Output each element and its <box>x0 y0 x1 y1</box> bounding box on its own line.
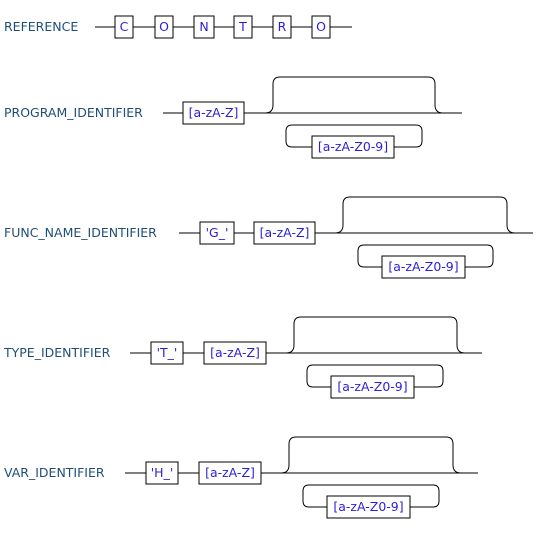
token-label: [a-zA-Z] <box>260 225 310 240</box>
token-box <box>145 461 179 485</box>
token-label: R <box>278 19 287 34</box>
token-alnum: [a-zA-Z0-9] <box>326 495 411 519</box>
optional-bypass-path <box>264 76 444 114</box>
token-label: O <box>159 19 169 34</box>
token-c: C <box>114 15 134 39</box>
token-box <box>193 15 215 39</box>
token-box <box>203 341 267 365</box>
optional-bypass-path <box>285 316 466 354</box>
token-alnum: [a-zA-Z0-9] <box>330 375 415 399</box>
token-label: [a-zA-Z] <box>205 465 255 480</box>
token-label: [a-zA-Z0-9] <box>337 379 407 394</box>
token-letter: [a-zA-Z] <box>198 461 262 485</box>
token-box <box>311 135 395 159</box>
token-box <box>198 461 262 485</box>
token-box <box>199 221 235 245</box>
token-label: C <box>120 19 129 34</box>
token-o: O <box>154 15 174 39</box>
rule-name-type-identifier: TYPE_IDENTIFIER <box>3 345 111 360</box>
token-box <box>253 221 316 245</box>
repeat-loop-path <box>285 124 423 148</box>
token-label: [a-zA-Z] <box>210 345 260 360</box>
token-prefix-h: 'H_' <box>145 461 179 485</box>
repeat-loop-path <box>357 244 494 268</box>
token-box <box>154 15 174 39</box>
token-r: R <box>272 15 292 39</box>
token-label: O <box>316 19 326 34</box>
rule-reference: REFERENCE C O N T R O <box>4 15 352 39</box>
token-box <box>182 101 245 125</box>
token-box <box>330 375 415 399</box>
rule-func-name-identifier: FUNC_NAME_IDENTIFIER 'G_' [a-zA-Z] [a-zA… <box>4 196 533 279</box>
optional-bypass-path <box>334 196 516 234</box>
rule-program-identifier: PROGRAM_IDENTIFIER [a-zA-Z] [a-zA-Z0-9] <box>4 76 462 159</box>
token-box <box>114 15 134 39</box>
token-label: 'T_' <box>157 345 178 360</box>
token-letter: [a-zA-Z] <box>182 101 245 125</box>
token-box <box>381 255 466 279</box>
token-letter: [a-zA-Z] <box>203 341 267 365</box>
token-alnum: [a-zA-Z0-9] <box>311 135 395 159</box>
token-prefix-g: 'G_' <box>199 221 235 245</box>
token-label: T <box>238 19 247 34</box>
token-label: [a-zA-Z0-9] <box>318 139 388 154</box>
rule-var-identifier: VAR_IDENTIFIER 'H_' [a-zA-Z] [a-zA-Z0-9] <box>4 436 478 519</box>
token-o-2: O <box>311 15 331 39</box>
token-box <box>233 15 253 39</box>
token-label: 'H_' <box>151 465 174 480</box>
token-letter: [a-zA-Z] <box>253 221 316 245</box>
token-label: [a-zA-Z0-9] <box>333 499 403 514</box>
token-box <box>272 15 292 39</box>
rule-type-identifier: TYPE_IDENTIFIER 'T_' [a-zA-Z] [a-zA-Z0-9… <box>3 316 482 399</box>
token-box <box>311 15 331 39</box>
token-label: [a-zA-Z0-9] <box>388 259 458 274</box>
token-prefix-t: 'T_' <box>150 341 184 365</box>
token-label: 'G_' <box>206 225 229 240</box>
token-box <box>150 341 184 365</box>
repeat-loop-path <box>302 484 440 508</box>
rule-name-var-identifier: VAR_IDENTIFIER <box>4 465 105 480</box>
token-alnum: [a-zA-Z0-9] <box>381 255 466 279</box>
optional-bypass-path <box>280 436 462 474</box>
rule-name-reference: REFERENCE <box>4 19 78 34</box>
token-n: N <box>193 15 215 39</box>
token-t: T <box>233 15 253 39</box>
repeat-loop-path <box>306 364 444 388</box>
token-box <box>326 495 411 519</box>
token-label: N <box>199 19 208 34</box>
rule-name-program-identifier: PROGRAM_IDENTIFIER <box>4 105 143 120</box>
rule-name-func-name-identifier: FUNC_NAME_IDENTIFIER <box>4 225 157 240</box>
token-label: [a-zA-Z] <box>189 105 239 120</box>
